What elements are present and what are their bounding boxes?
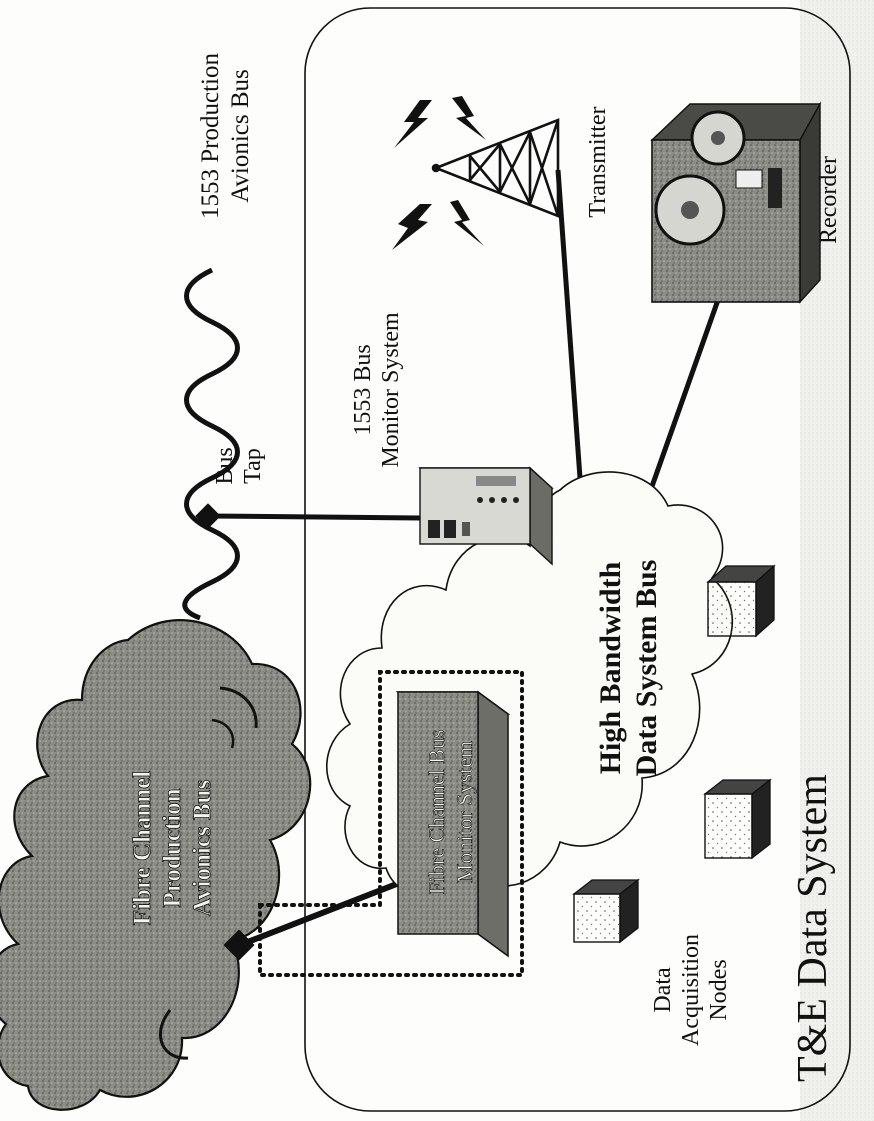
avionics-bus-label-line1: 1553 Production <box>197 53 224 219</box>
fc-monitor-label-line1: Fibre Channel Bus <box>424 730 449 895</box>
hb-bus-label-line2: Data System Bus <box>630 560 663 777</box>
link-bus-tap-monitor <box>210 516 420 518</box>
avionics-bus-label: 1553 Production Avionics Bus <box>197 53 254 219</box>
bus-monitor-label: 1553 Bus Monitor System <box>350 312 404 468</box>
bus-monitor-label-line1: 1553 Bus <box>350 344 376 435</box>
daq-label-line2: Acquisition <box>678 934 704 1046</box>
radio-wave-bolts <box>392 96 486 250</box>
daq-label-line3: Nodes <box>706 959 732 1020</box>
avionics-bus-label-line2: Avionics Bus <box>227 69 254 203</box>
link-recorder <box>650 300 718 492</box>
fc-bus-label-line2: Production <box>159 788 186 907</box>
daq-label-line1: Data <box>650 967 676 1013</box>
daq-node-2 <box>705 780 770 858</box>
fc-bus-label: Fibre Channel Production Avionics Bus <box>129 771 216 925</box>
hb-bus-label-line1: High Bandwidth <box>594 561 627 774</box>
daq-label: Data Acquisition Nodes <box>650 934 732 1046</box>
transmitter-label: Transmitter <box>585 106 611 217</box>
link-transmitter <box>558 170 580 478</box>
fc-bus-label-line3: Avionics Bus <box>189 780 216 917</box>
daq-node-1 <box>574 880 638 942</box>
fc-bus-label-line1: Fibre Channel <box>129 771 156 925</box>
bus-tap-label-line2: Tap <box>240 448 266 484</box>
fc-monitor-label-line2: Monitor System <box>452 741 477 883</box>
daq-node-3 <box>708 566 774 636</box>
recorder-icon <box>652 104 820 302</box>
bus-tap-label-line1: Bus <box>212 447 238 484</box>
avionics-bus-wave <box>185 270 238 618</box>
system-title: T&E Data System <box>790 774 836 1082</box>
bus-monitor-label-line2: Monitor System <box>378 312 404 468</box>
recorder-label: Recorder <box>816 156 842 244</box>
